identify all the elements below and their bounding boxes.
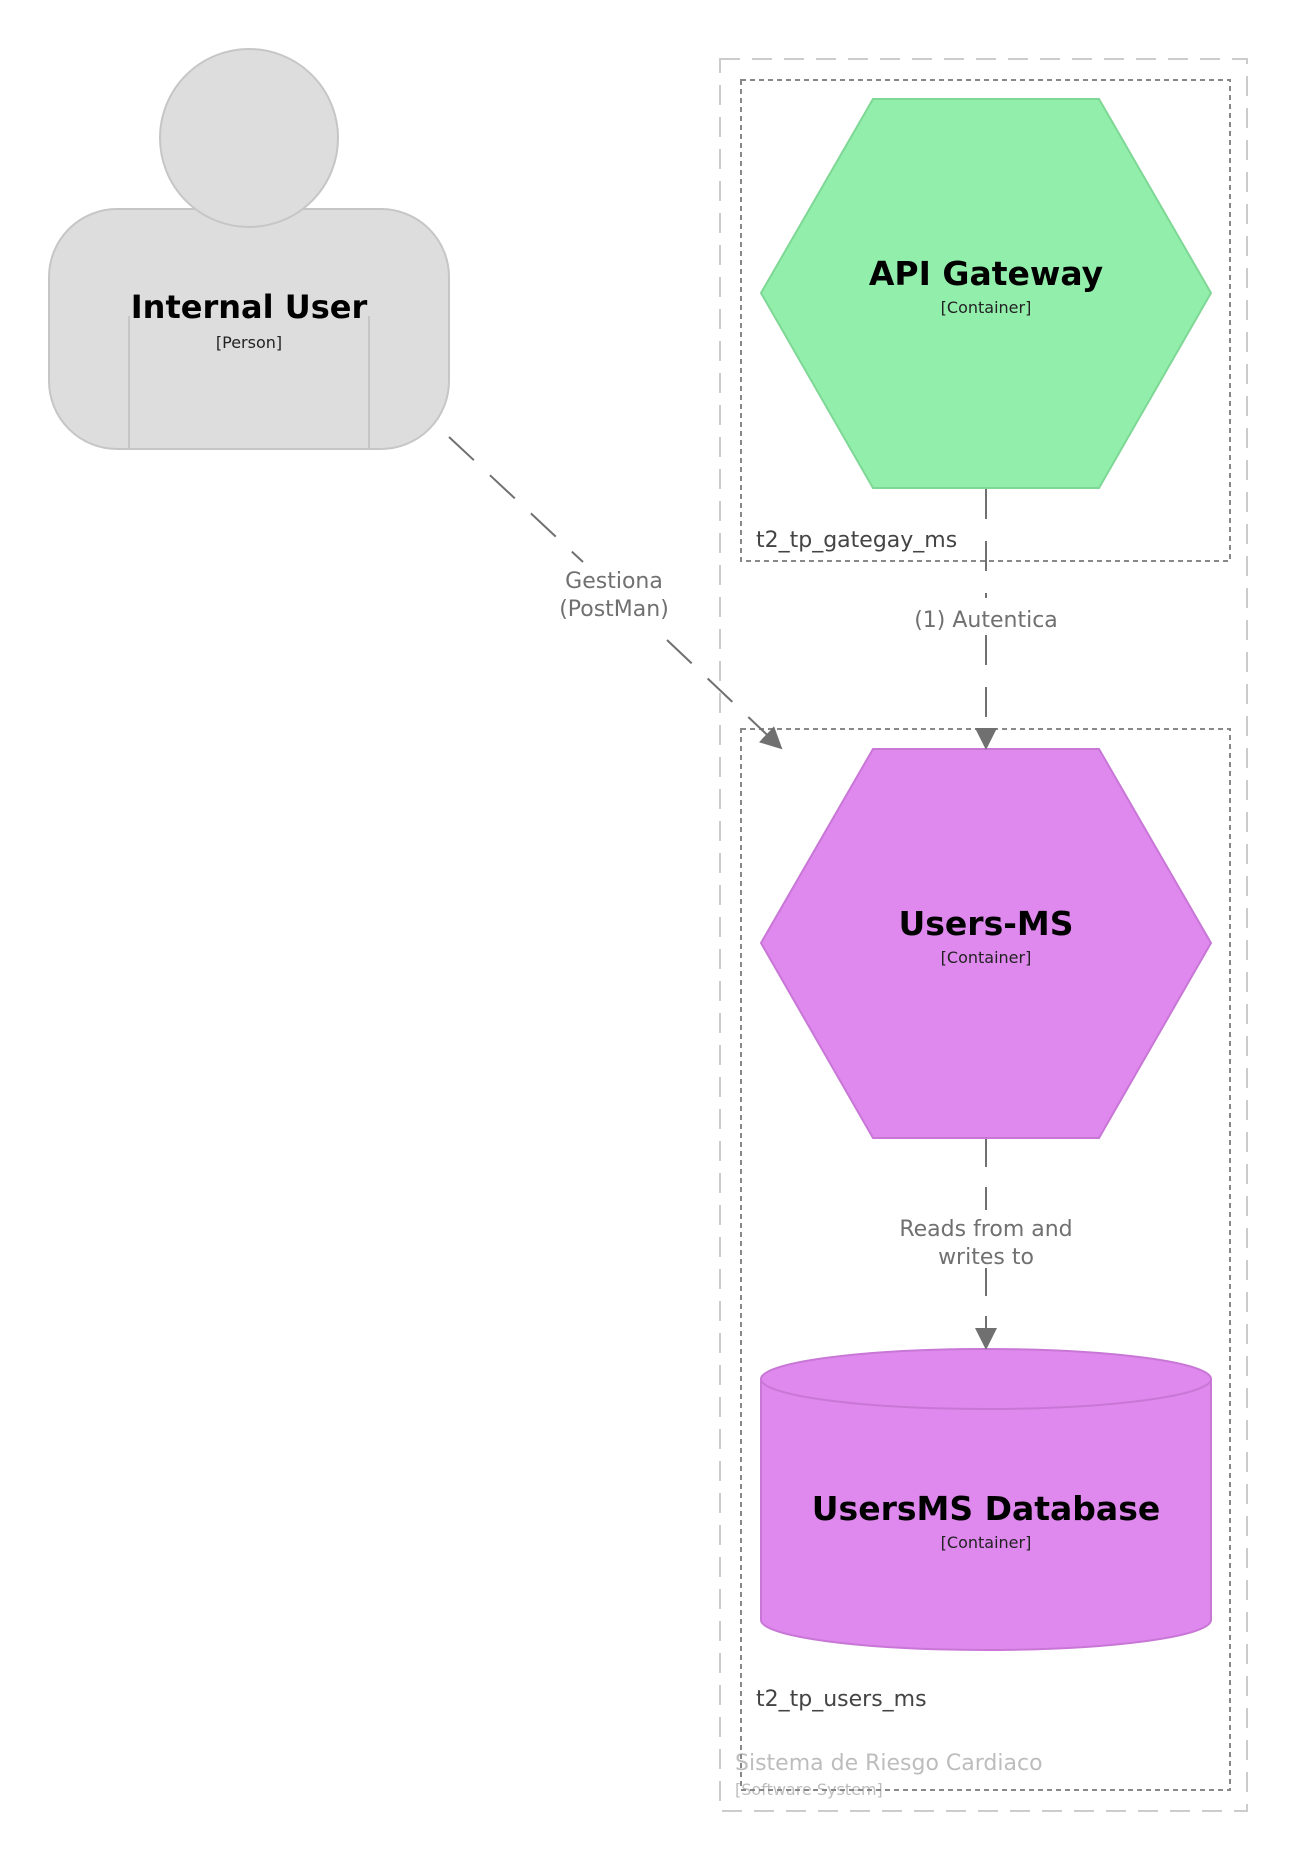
relationship-gestiona-label-1: Gestiona [565, 569, 663, 594]
gateway-boundary-name: t2_tp_gategay_ms [756, 528, 957, 553]
gateway-boundary: t2_tp_gategay_ms [740, 79, 1231, 562]
users-ms-container[interactable]: Users-MS [Container] [759, 748, 1213, 1139]
relationship-gestiona-label-2: (PostMan) [559, 597, 669, 622]
software-system-boundary: Sistema de Riesgo Cardiaco [Software Sys… [719, 58, 1248, 1812]
users-boundary-name: t2_tp_users_ms [756, 1687, 927, 1712]
users-ms-name: Users-MS [898, 904, 1073, 943]
relationship-reads-label-1: Reads from and [899, 1217, 1072, 1242]
relationship-gestiona: Gestiona (PostMan) [448, 436, 783, 750]
users-ms-hexagon [759, 748, 1213, 1139]
relationship-autentica: (1) Autentica [914, 489, 1058, 750]
api-gateway-container[interactable]: API Gateway [Container] [759, 98, 1213, 489]
api-gateway-type: [Container] [941, 298, 1032, 317]
users-db-type: [Container] [941, 1533, 1032, 1552]
api-gateway-name: API Gateway [869, 254, 1103, 293]
internal-user-person[interactable]: Internal User [Person] [48, 48, 450, 450]
users-db-name: UsersMS Database [812, 1489, 1160, 1528]
users-ms-type: [Container] [941, 948, 1032, 967]
users-db-container[interactable]: UsersMS Database [Container] [760, 1348, 1212, 1651]
person-name: Internal User [131, 288, 368, 326]
api-gateway-hexagon [759, 98, 1213, 489]
software-system-name: Sistema de Riesgo Cardiaco [735, 1751, 1043, 1776]
person-icon [48, 48, 450, 450]
database-cylinder-icon [760, 1348, 1212, 1651]
relationship-reads-writes: Reads from and writes to [899, 1139, 1073, 1350]
relationship-reads-label-2: writes to [938, 1245, 1034, 1270]
person-type: [Person] [216, 333, 282, 352]
relationship-autentica-label: (1) Autentica [914, 608, 1058, 633]
